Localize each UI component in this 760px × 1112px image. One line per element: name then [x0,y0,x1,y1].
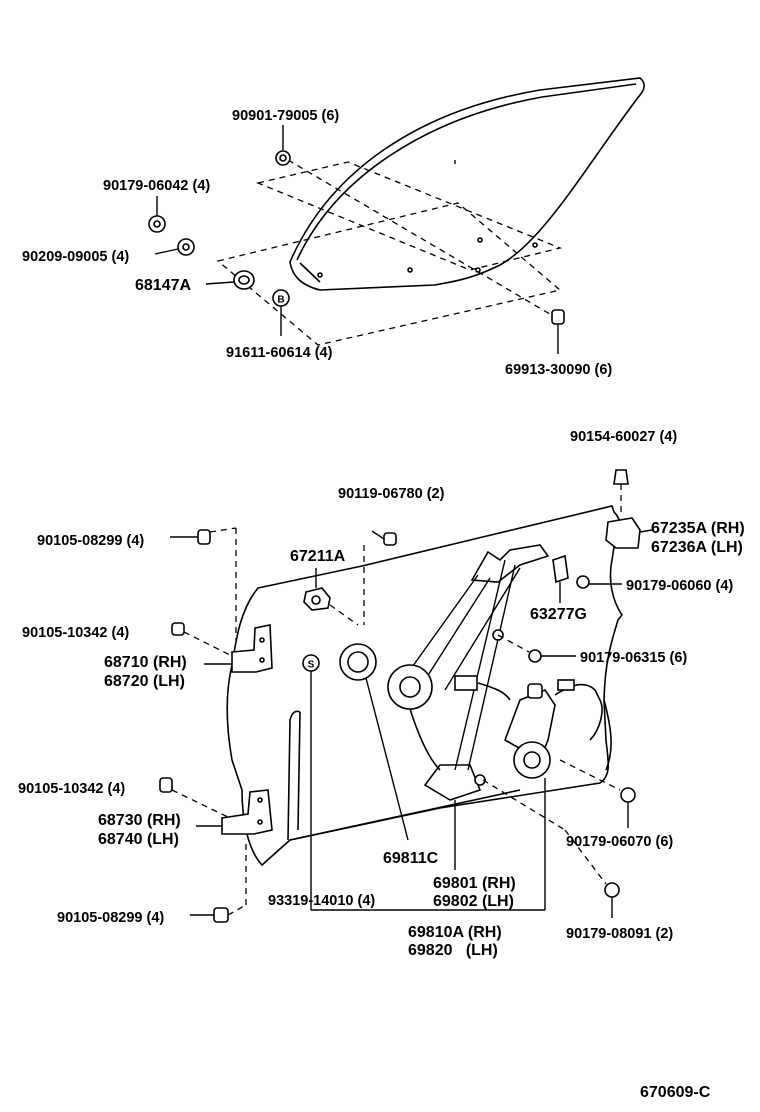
screw-90119-icon [363,530,397,625]
label-68740: 68740 (LH) [98,831,179,848]
hinge-68730-icon [196,789,273,835]
door-panel [226,505,623,867]
bolt-90105-10342-top-icon [171,622,231,656]
label-90179-08091: 90179-08091 (2) [566,926,673,942]
label-90154-60027: 90154-60027 (4) [570,429,677,445]
label-69810A: 69810A (RH) [408,924,502,941]
nut-90179-06315-icon [497,634,576,663]
regulator-leaders [454,778,546,910]
label-69802: 69802 (LH) [433,893,514,910]
label-90901-79005: 90901-79005 (6) [232,108,339,124]
b-mark: B [277,295,284,306]
channel-marks [317,160,538,278]
bolt-69913-icon [551,309,565,354]
glass-channel-outline [216,159,563,346]
regulator-motor-icon [504,679,603,779]
label-91611-60614: 91611-60614 (4) [226,345,333,361]
label-90179-06070: 90179-06070 (6) [566,834,673,850]
bolt-90105-08299-top-icon [170,527,237,640]
label-93319-14010: 93319-14010 (4) [268,893,375,909]
label-67211A: 67211A [290,548,346,565]
label-63277G: 63277G [530,606,587,623]
label-67236A: 67236A (LH) [651,539,743,556]
bolt-90105-10342-bottom-icon [159,777,231,819]
cushion-68147A-icon [205,270,255,290]
nut-90179-06070-icon [559,759,636,828]
screw-93319-icon: S [302,654,545,911]
labels: 90901-79005 (6) 90179-06042 (4) 90209-09… [18,108,745,1101]
door-glass [289,77,645,291]
label-69811C: 69811C [383,850,439,867]
label-68720: 68720 (LH) [104,673,185,690]
nut-90179-06042-icon [148,196,166,233]
label-67235A: 67235A (RH) [651,520,745,537]
label-69820: 69820 (LH) [408,942,498,959]
label-90105-10342-bottom: 90105-10342 (4) [18,781,125,797]
bolt-90154-icon [613,469,629,515]
window-regulator [387,544,603,801]
clip-91611-icon: B [272,289,290,336]
hinge-68710-icon [204,624,273,673]
washer-90209-icon [154,238,195,256]
bolt-90105-08299-bottom-icon [190,842,247,923]
label-68710: 68710 (RH) [104,654,187,671]
regulator-drum-69811C-icon [339,643,409,841]
label-90209-09005: 90209-09005 (4) [22,249,129,265]
figure-id: 670609-C [640,1084,711,1101]
bracket-63277G-icon [552,554,569,603]
stopper-67235A-icon [605,517,653,549]
label-68730: 68730 (RH) [98,812,181,829]
stopper-67211A-icon [303,568,359,626]
label-90105-10342-top: 90105-10342 (4) [22,625,129,641]
label-90119-06780: 90119-06780 (2) [338,486,445,502]
label-69801: 69801 (RH) [433,875,516,892]
label-90105-08299-top: 90105-08299 (4) [37,533,144,549]
nut-90901-icon [275,125,291,166]
label-69913-30090: 69913-30090 (6) [505,362,612,378]
label-68147A: 68147A [135,277,191,294]
label-90179-06315: 90179-06315 (6) [580,650,687,666]
nut-90179-06060-icon [576,575,622,589]
label-90179-06060: 90179-06060 (4) [626,578,733,594]
label-90105-08299-bottom: 90105-08299 (4) [57,910,164,926]
s-mark: S [308,660,315,671]
label-90179-06042: 90179-06042 (4) [103,178,210,194]
nut-90179-08091-icon [482,779,620,918]
